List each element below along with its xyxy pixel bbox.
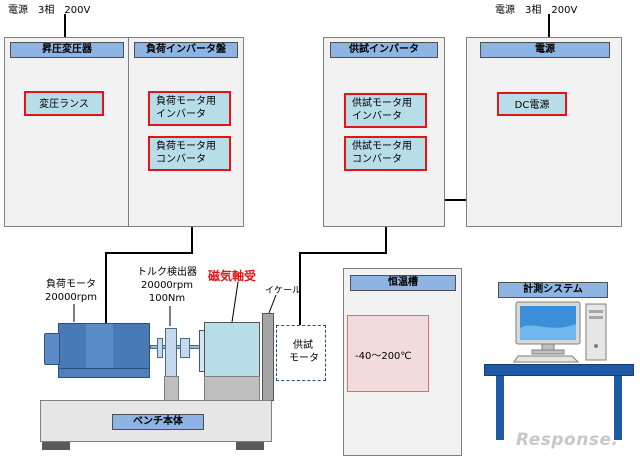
dc-power-component: DC電源	[497, 92, 567, 116]
test-converter-line-2: コンバータ	[352, 154, 402, 165]
load-cable-drop	[105, 252, 107, 324]
coupling-left	[157, 338, 163, 358]
chamber-range-label: -40～200℃	[355, 351, 412, 362]
test-motor	[276, 325, 326, 381]
load-motor-base	[58, 368, 150, 378]
torque-detector-stand	[164, 376, 179, 401]
chamber-header: 恒温槽	[350, 275, 456, 291]
magnetic-bearing-label: 磁気軸受	[208, 269, 257, 283]
dc-link-wire	[445, 199, 466, 201]
test-motor-inverter-component: 供試モータ用 インバータ	[344, 93, 427, 128]
load-motor-endcap	[44, 333, 60, 365]
test-motor-label-2: モータ	[289, 353, 319, 364]
load-cable-horizontal	[105, 252, 193, 254]
cabinet-test-inverter	[323, 37, 445, 227]
load-motor-label-2: 20000rpm	[44, 292, 97, 303]
desk-leg-left	[496, 376, 504, 440]
test-motor-converter-component: 供試モータ用 コンバータ	[344, 136, 427, 171]
response-watermark: Response.	[516, 430, 619, 450]
test-cable-drop	[299, 252, 301, 326]
header-test-inverter: 供試インバータ	[330, 42, 438, 58]
eyeker-plate	[262, 313, 274, 401]
load-converter-line-1: 負荷モータ用	[156, 141, 216, 152]
chamber-temperature-zone	[347, 315, 429, 392]
load-motor-inverter-component: 負荷モータ用 インバータ	[148, 91, 231, 126]
load-cable-vertical	[191, 227, 193, 253]
test-cable-horizontal	[299, 252, 387, 254]
bench-foot-left	[42, 442, 70, 450]
header-power-supply: 電源	[480, 42, 610, 58]
load-motor	[58, 323, 150, 369]
torque-detector	[165, 328, 177, 378]
torque-label-2: 20000rpm	[140, 280, 193, 291]
load-converter-line-2: コンバータ	[156, 154, 206, 165]
torque-label-1: トルク検出器	[137, 267, 197, 278]
measurement-header: 計測システム	[498, 282, 608, 298]
load-motor-converter-component: 負荷モータ用 コンバータ	[148, 136, 231, 171]
magnetic-bearing	[204, 322, 260, 377]
desk-top	[484, 364, 634, 376]
cabinet-load-inverter	[128, 37, 244, 227]
header-step-up-transformer: 昇圧変圧器	[10, 42, 124, 58]
magnetic-bearing-stand	[204, 376, 260, 401]
eyeker-label: イケール	[265, 286, 302, 296]
computer-icon	[513, 301, 607, 363]
bench-foot-right	[236, 442, 264, 450]
test-motor-label-1: 供試	[293, 340, 313, 351]
test-inverter-line-1: 供試モータ用	[352, 98, 412, 109]
test-converter-line-1: 供試モータ用	[352, 141, 412, 152]
cabinet-step-up-transformer	[4, 37, 129, 227]
load-motor-label-1: 負荷モータ	[46, 279, 96, 290]
power-wire-left	[64, 14, 66, 38]
coupling-right	[180, 338, 190, 358]
load-inverter-line-2: インバータ	[156, 109, 206, 120]
load-inverter-line-1: 負荷モータ用	[156, 96, 216, 107]
bench-body-label: ベンチ本体	[112, 414, 204, 430]
transformer-label: 変圧ランス	[39, 99, 89, 110]
torque-label-3: 100Nm	[148, 293, 186, 304]
header-load-inverter: 負荷インバータ盤	[134, 42, 238, 58]
power-label-left: 電源 3相 200V	[8, 5, 91, 16]
test-inverter-line-2: インバータ	[352, 111, 402, 122]
transformer-component: 変圧ランス	[24, 91, 104, 116]
dc-power-label: DC電源	[514, 100, 550, 111]
desk-leg-right	[614, 376, 622, 440]
power-wire-right	[548, 14, 550, 38]
test-cable-vertical	[385, 227, 387, 253]
power-label-right: 電源 3相 200V	[495, 5, 578, 16]
cabinet-power-supply	[466, 37, 622, 227]
